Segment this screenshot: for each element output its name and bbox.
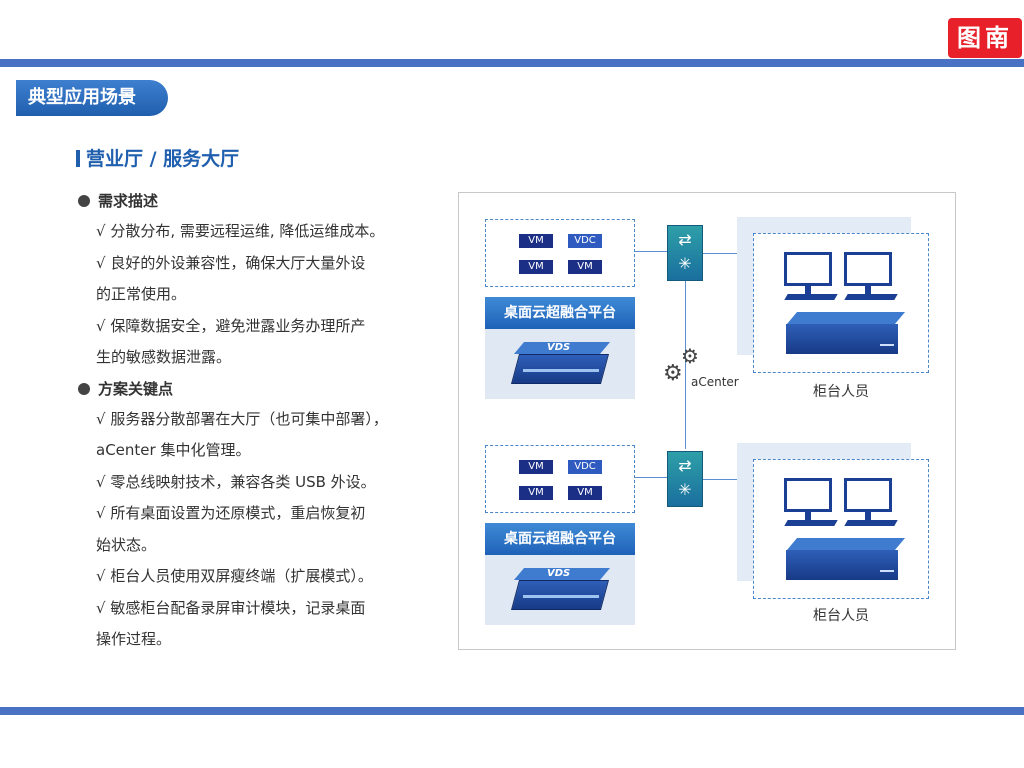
list-item: √ 分散分布, 需要远程运维, 降低运维成本。 bbox=[96, 222, 385, 240]
list-item: √ 零总线映射技术，兼容各类 USB 外设。 bbox=[96, 472, 376, 491]
acenter-label: aCenter bbox=[691, 375, 739, 389]
user-caption: 柜台人员 bbox=[813, 608, 869, 624]
gear-icon: ⚙ bbox=[681, 344, 699, 368]
server-stripe bbox=[523, 369, 599, 372]
switch-link bbox=[685, 279, 686, 449]
thin-client-led bbox=[880, 344, 894, 346]
platform-label: 桌面云超融合平台 bbox=[485, 523, 635, 555]
user-zone-top bbox=[753, 233, 929, 373]
brand-logo: 图南 bbox=[948, 18, 1022, 58]
list-item: √ 服务器分散部署在大厅（也可集中部署）， bbox=[96, 409, 388, 428]
monitor-base bbox=[844, 294, 898, 300]
list-item: 始状态。 bbox=[96, 535, 157, 554]
list-item: √ 保障数据安全，避免泄露业务办理所产 bbox=[96, 316, 366, 335]
monitor-icon bbox=[784, 478, 832, 512]
monitor-stand bbox=[805, 286, 811, 296]
vm-chip: VM bbox=[519, 460, 553, 474]
user-caption: 柜台人员 bbox=[813, 384, 869, 400]
list-item: aCenter 集中化管理。 bbox=[96, 441, 251, 459]
thin-client-icon bbox=[786, 312, 906, 324]
switch-icon: ⇄ ✳ bbox=[667, 451, 703, 507]
monitor-icon bbox=[844, 478, 892, 512]
server-stripe bbox=[523, 595, 599, 598]
monitor-base bbox=[844, 520, 898, 526]
list-item: √ 敏感柜台配备录屏审计模块，记录桌面 bbox=[96, 598, 366, 617]
platform-body: VDS bbox=[485, 329, 635, 399]
thin-client-body bbox=[786, 324, 898, 354]
vds-label: VDS bbox=[547, 568, 571, 579]
thin-client-body bbox=[786, 550, 898, 580]
subtitle-marker bbox=[76, 150, 80, 167]
section-heading: 需求描述 bbox=[76, 186, 426, 216]
switch-icon: ⇄ ✳ bbox=[667, 225, 703, 281]
heading-text: 方案关键点 bbox=[98, 379, 174, 398]
section-tag: 典型应用场景 bbox=[16, 80, 168, 116]
vdc-chip: VDC bbox=[568, 234, 602, 248]
vm-pool-top: VM VDC VM VM bbox=[485, 219, 635, 287]
list-item: 生的敏感数据泄露。 bbox=[96, 348, 232, 366]
vdc-chip: VDC bbox=[568, 460, 602, 474]
heading-text: 需求描述 bbox=[98, 192, 159, 210]
vm-chip: VM bbox=[519, 486, 553, 500]
network-diagram: VM VDC VM VM 桌面云超融合平台 VDS ⇄ ✳ 柜台人员 ⚙ ⚙ a… bbox=[458, 192, 956, 650]
list-item: √ 所有桌面设置为还原模式，重启恢复初 bbox=[96, 504, 366, 522]
link-line bbox=[635, 251, 667, 252]
monitor-base bbox=[784, 294, 838, 300]
page-subtitle: 营业厅 / 服务大厅 bbox=[76, 144, 239, 171]
bullet-icon bbox=[78, 195, 90, 207]
subtitle-text: 营业厅 / 服务大厅 bbox=[86, 148, 240, 170]
link-line bbox=[703, 253, 753, 254]
list-item: 的正常使用。 bbox=[96, 285, 187, 303]
monitor-icon bbox=[784, 252, 832, 286]
vm-chip: VM bbox=[568, 260, 602, 274]
monitor-stand bbox=[805, 512, 811, 522]
vm-chip: VM bbox=[568, 486, 602, 500]
vm-pool-bottom: VM VDC VM VM bbox=[485, 445, 635, 513]
gear-icon: ⚙ bbox=[663, 361, 683, 386]
footer-divider bbox=[0, 707, 1024, 715]
platform-body: VDS bbox=[485, 555, 635, 625]
header-divider bbox=[0, 59, 1024, 67]
bullet-icon bbox=[78, 382, 90, 395]
monitor-base bbox=[784, 520, 838, 526]
section-heading: 方案关键点 bbox=[76, 374, 426, 404]
monitor-stand bbox=[865, 286, 871, 296]
vm-chip: VM bbox=[519, 234, 553, 248]
user-zone-bottom bbox=[753, 459, 929, 599]
thin-client-icon bbox=[786, 538, 906, 550]
vm-chip: VM bbox=[519, 260, 553, 274]
monitor-stand bbox=[865, 512, 871, 522]
thin-client-led bbox=[880, 570, 894, 572]
text-column: 需求描述 √ 分散分布, 需要远程运维, 降低运维成本。 √ 良好的外设兼容性，… bbox=[76, 186, 426, 656]
link-line bbox=[703, 479, 753, 480]
monitor-icon bbox=[844, 252, 892, 286]
link-line bbox=[635, 477, 667, 478]
list-item: √ 柜台人员使用双屏瘦终端（扩展模式）。 bbox=[96, 567, 373, 585]
platform-label: 桌面云超融合平台 bbox=[485, 297, 635, 329]
list-item: √ 良好的外设兼容性，确保大厅大量外设 bbox=[96, 253, 366, 272]
vds-label: VDS bbox=[547, 342, 571, 353]
list-item: 操作过程。 bbox=[96, 630, 172, 648]
